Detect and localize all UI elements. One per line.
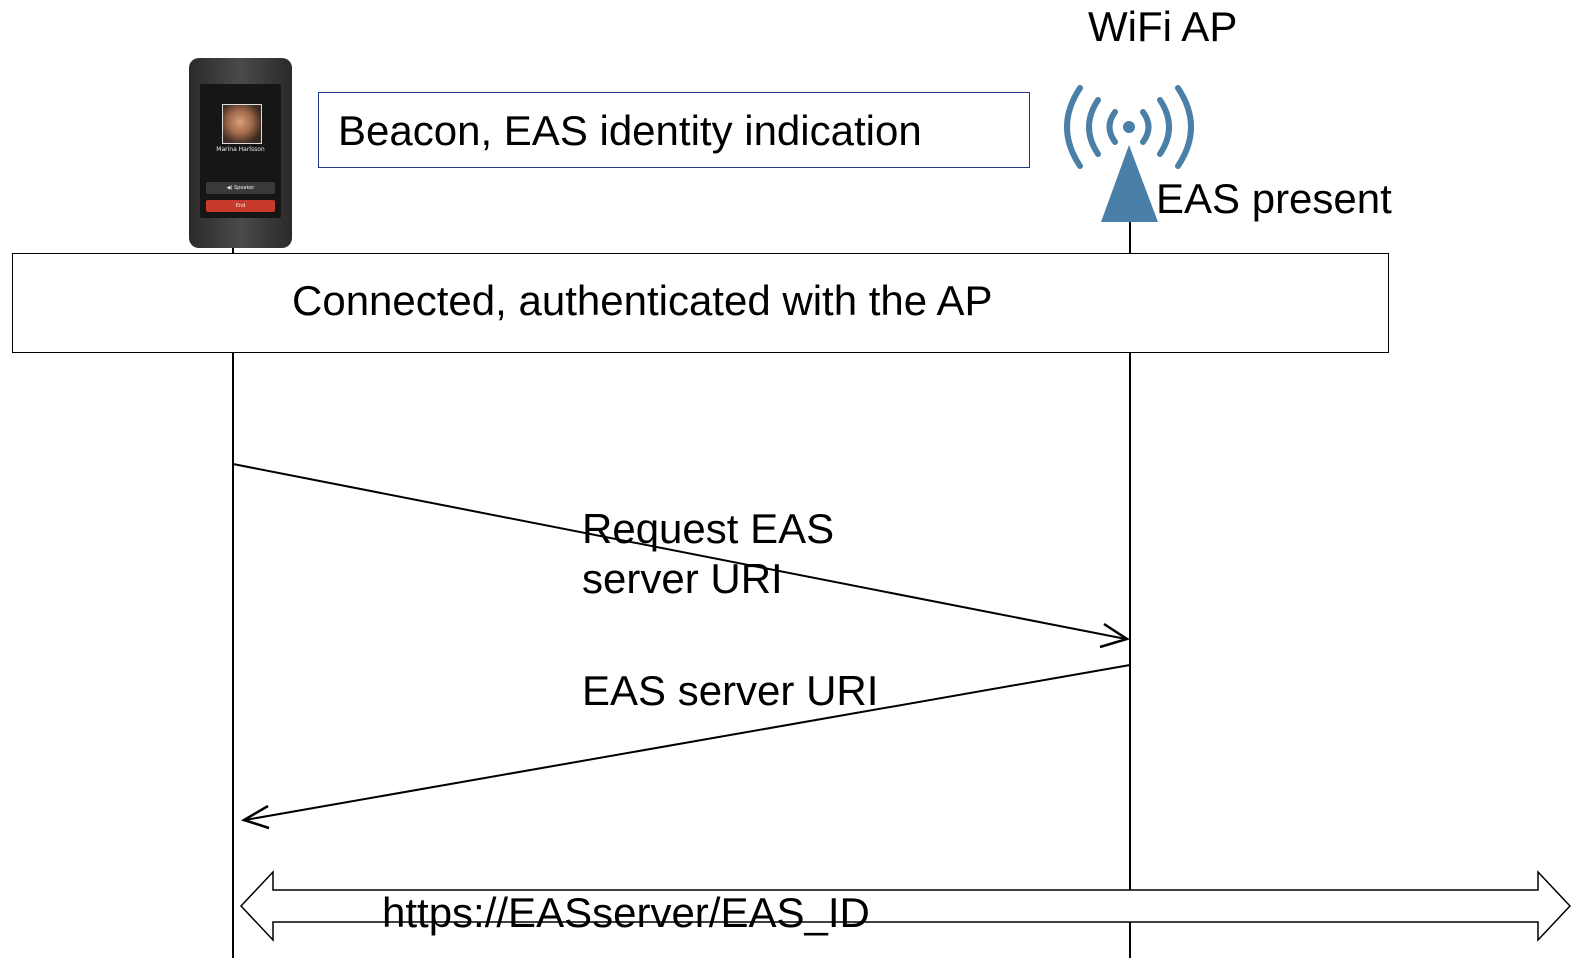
caller-photo <box>222 104 262 144</box>
phone-screen: Marina Harlsson ◀) Speaker End <box>200 84 281 218</box>
phone-caller-name: Marina Harlsson <box>216 146 265 153</box>
connected-label: Connected, authenticated with the AP <box>292 277 993 324</box>
ap-title: WiFi AP <box>1088 3 1238 50</box>
wifi-antenna-icon <box>1064 85 1194 222</box>
phone-status-bar <box>202 86 279 94</box>
request-arrow <box>232 463 1130 649</box>
https-label: https://EASserver/EAS_ID <box>382 889 870 936</box>
response-label: EAS server URI <box>582 667 879 714</box>
phone-speaker-button: ◀) Speaker <box>206 182 275 194</box>
connected-state-box <box>12 253 1389 353</box>
response-arrow <box>240 664 1131 830</box>
beacon-label: Beacon, EAS identity indication <box>338 107 922 154</box>
phone-end-button: End <box>206 200 275 212</box>
phone-icon: Marina Harlsson ◀) Speaker End <box>189 58 292 248</box>
eas-present-label: EAS present <box>1156 175 1392 222</box>
https-double-arrow <box>239 870 1572 942</box>
beacon-message-box <box>318 92 1030 168</box>
request-label: Request EAS server URI <box>582 505 835 603</box>
